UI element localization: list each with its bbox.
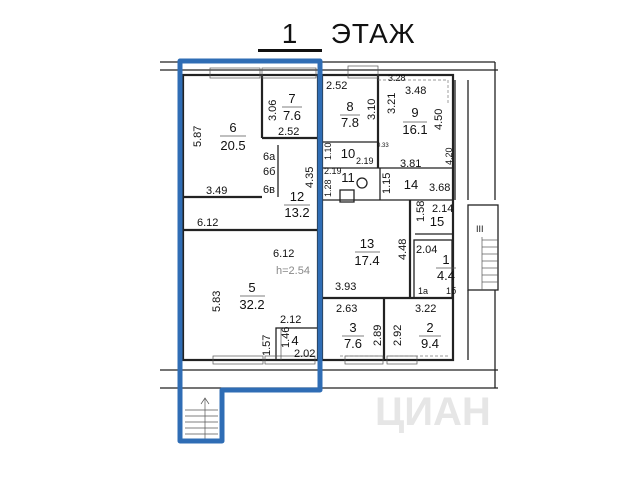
dim-3-10: 3.10: [366, 99, 378, 120]
room-6v-number: 6в: [263, 184, 275, 196]
room-11-number: 11: [341, 170, 355, 185]
dim-3-68: 3.68: [429, 182, 450, 194]
dim-3-06: 3.06: [267, 100, 279, 121]
dimension-labels: 5.87 3.49 3.06 2.52 4.35 2.52 3.10 3.28 …: [192, 73, 454, 360]
room-13-number: 13: [360, 236, 374, 251]
room-6a-number: 6а: [263, 151, 276, 163]
dim-1-58: 1.58: [415, 201, 427, 222]
room-5-number: 5: [248, 280, 255, 295]
dim-4-35: 4.35: [304, 167, 316, 188]
room-1b-number: 1б: [446, 286, 456, 296]
room-9-area: 16.1: [402, 122, 427, 137]
room-15-number: 15: [430, 214, 444, 229]
dim-6-12-b: 6.12: [273, 248, 294, 260]
dim-6-12-a: 6.12: [197, 217, 218, 229]
dim-2-02: 2.02: [294, 348, 315, 360]
dim-1-57: 1.57: [261, 335, 273, 356]
room-labels: 6 20.5 6а 6б 6в 7 7.6 8 7.8 9 16.1 10 11…: [220, 91, 456, 351]
dim-2-19-b: 2.19: [324, 166, 342, 176]
room-8-area: 7.8: [341, 115, 359, 130]
dim-2-52-a: 2.52: [278, 126, 299, 138]
watermark: ЦИАН: [375, 390, 491, 434]
dim-1-10: 1.10: [323, 142, 333, 160]
dim-2-92: 2.92: [392, 325, 404, 346]
room-6-number: 6: [229, 120, 236, 135]
dim-3-21: 3.21: [386, 93, 398, 114]
dim-1-28: 1.28: [323, 179, 333, 197]
room-10-number: 10: [341, 146, 355, 161]
room-5-area: 32.2: [239, 297, 264, 312]
room-2-area: 9.4: [421, 336, 439, 351]
room-3-number: 3: [349, 320, 356, 335]
room-1a-number: 1а: [418, 286, 428, 296]
stair-label: III: [476, 224, 484, 234]
dim-1-46: 1.46: [280, 327, 292, 348]
room-13-area: 17.4: [354, 253, 379, 268]
dim-2-12: 2.12: [280, 314, 301, 326]
dim-2-19-a: 2.19: [356, 156, 374, 166]
selected-area-outline[interactable]: [177, 58, 323, 444]
room-1-area: 4.4: [437, 268, 455, 283]
room-8-number: 8: [346, 99, 353, 114]
dim-3-93: 3.93: [335, 281, 356, 293]
dim-3-81: 3.81: [400, 158, 421, 170]
room-2-number: 2: [426, 320, 433, 335]
room-7-area: 7.6: [283, 108, 301, 123]
stairwell-right: III: [467, 204, 499, 291]
stairwell-left: [185, 397, 218, 440]
room-3-area: 7.6: [344, 336, 362, 351]
floor-title: 1 ЭТАЖ: [258, 18, 416, 52]
room-12-area: 13.2: [284, 205, 309, 220]
dim-2-04: 2.04: [416, 244, 437, 256]
dim-2-14: 2.14: [432, 203, 453, 215]
room-1-number: 1: [442, 252, 449, 267]
ceiling-height: h=2.54: [276, 265, 310, 277]
dim-3-48: 3.48: [405, 85, 426, 97]
dim-0-33: 0.33: [377, 143, 389, 149]
dim-3-28: 3.28: [388, 73, 406, 83]
room-4-number: 4: [291, 333, 298, 348]
dim-4-48: 4.48: [397, 239, 409, 260]
room-6-area: 20.5: [220, 138, 245, 153]
dim-2-63: 2.63: [336, 303, 357, 315]
dim-5-87: 5.87: [192, 126, 204, 147]
dim-1-15: 1.15: [381, 173, 393, 194]
dim-5-83: 5.83: [211, 291, 223, 312]
dim-4-50: 4.50: [433, 109, 445, 130]
dim-3-49: 3.49: [206, 185, 227, 197]
floor-label: ЭТАЖ: [330, 18, 416, 49]
room-6b-number: 6б: [263, 166, 275, 178]
dim-3-22: 3.22: [415, 303, 436, 315]
dim-2-89: 2.89: [372, 325, 384, 346]
room-7-number: 7: [288, 91, 295, 106]
dim-2-52-b: 2.52: [326, 80, 347, 92]
room-12-number: 12: [290, 189, 304, 204]
room-9-number: 9: [411, 105, 418, 120]
floor-number: 1: [258, 19, 322, 52]
room-14-number: 14: [404, 177, 418, 192]
dim-4-20: 4.20: [444, 147, 454, 165]
